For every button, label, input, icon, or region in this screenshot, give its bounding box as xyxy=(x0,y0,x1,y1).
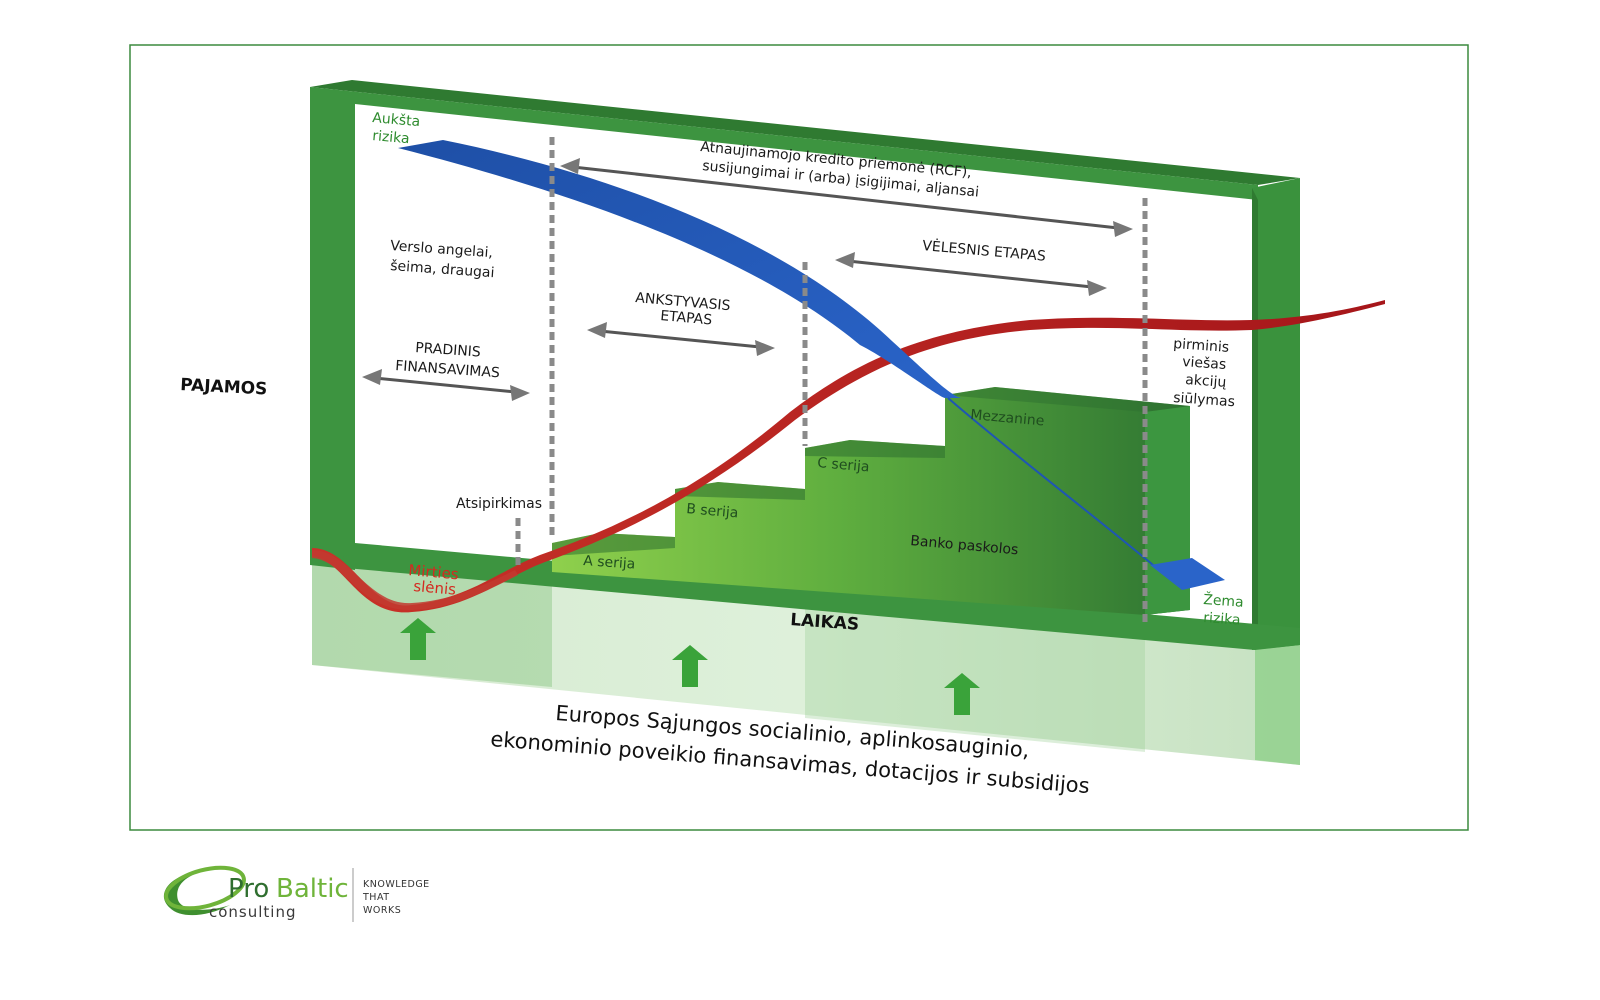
svg-text:pirminis: pirminis xyxy=(1173,336,1230,356)
high-risk-label: Aukšta rizika xyxy=(372,110,421,147)
series-c-label: C serija xyxy=(817,455,870,475)
death-valley-label: Mirties slėnis xyxy=(408,561,460,599)
up-arrow-icon xyxy=(400,618,436,660)
step-top-mezz xyxy=(945,387,1190,412)
svg-text:rizika: rizika xyxy=(1203,610,1241,629)
initial-funding-label: PRADINIS FINANSAVIMAS xyxy=(395,340,501,381)
step-top-c xyxy=(805,440,945,458)
revenue-axis-label: PAJAMOS xyxy=(180,375,268,400)
svg-text:slėnis: slėnis xyxy=(413,577,457,599)
angels-label: Verslo angelai, šeima, draugai xyxy=(390,238,495,281)
svg-text:consulting: consulting xyxy=(209,903,297,921)
initial-funding-arrow xyxy=(362,369,530,401)
floor-front-segment-2 xyxy=(805,595,1145,752)
risk-band xyxy=(398,140,965,399)
svg-text:Baltic: Baltic xyxy=(276,874,349,904)
svg-text:viešas: viešas xyxy=(1182,354,1227,373)
ipo-label: pirminis viešas akcijų siūlymas xyxy=(1173,336,1236,410)
frame-right-inner xyxy=(1252,188,1258,650)
probaltic-logo: Pro Baltic consulting KNOWLEDGE THAT WOR… xyxy=(163,865,430,922)
svg-text:THAT: THAT xyxy=(362,892,390,903)
series-a-label: A serija xyxy=(583,553,636,573)
rcf-arrow xyxy=(560,158,1133,237)
funding-steps xyxy=(552,387,1190,615)
risk-band-end xyxy=(1150,558,1225,590)
mezzanine-label: Mezzanine xyxy=(970,407,1045,429)
later-stage-arrow xyxy=(835,252,1107,296)
svg-text:PRADINIS: PRADINIS xyxy=(415,340,482,361)
frame-left-column xyxy=(310,87,355,560)
up-arrow-icon xyxy=(672,645,708,687)
up-arrow-icon xyxy=(944,673,980,715)
svg-text:Verslo angelai,: Verslo angelai, xyxy=(390,238,494,261)
svg-text:FINANSAVIMAS: FINANSAVIMAS xyxy=(395,358,501,381)
svg-text:WORKS: WORKS xyxy=(363,905,401,916)
buyback-label: Atsipirkimas xyxy=(456,496,542,512)
early-stage-arrow xyxy=(587,322,775,356)
death-valley-fill xyxy=(312,550,518,611)
svg-text:KNOWLEDGE: KNOWLEDGE xyxy=(363,879,430,890)
early-stage-label: ANKSTYVASIS ETAPAS xyxy=(635,290,732,328)
frame-top xyxy=(310,80,1300,185)
step-top-a xyxy=(552,533,675,556)
svg-text:šeima, draugai: šeima, draugai xyxy=(390,258,495,281)
logo-ring xyxy=(164,865,246,911)
floor-right-column xyxy=(1255,632,1300,765)
series-b-label: B serija xyxy=(686,501,739,521)
svg-text:Pro: Pro xyxy=(228,874,269,904)
svg-text:Mirties: Mirties xyxy=(408,561,460,583)
frame-right xyxy=(1252,178,1300,650)
later-stage-label: VĖLESNIS ETAPAS xyxy=(922,236,1047,265)
low-risk-label: Žema rizika xyxy=(1203,590,1245,629)
time-axis-label: LAIKAS xyxy=(790,610,860,635)
step-top-b xyxy=(675,482,805,500)
risk-line xyxy=(947,397,1166,576)
svg-text:Aukšta: Aukšta xyxy=(372,110,421,130)
svg-text:rizika: rizika xyxy=(372,128,411,147)
svg-text:Žema: Žema xyxy=(1203,590,1245,611)
svg-text:siūlymas: siūlymas xyxy=(1173,390,1236,410)
svg-text:akcijų: akcijų xyxy=(1185,372,1227,391)
outer-border xyxy=(129,44,1469,831)
svg-text:ETAPAS: ETAPAS xyxy=(660,308,713,328)
floor-base xyxy=(312,550,1300,765)
